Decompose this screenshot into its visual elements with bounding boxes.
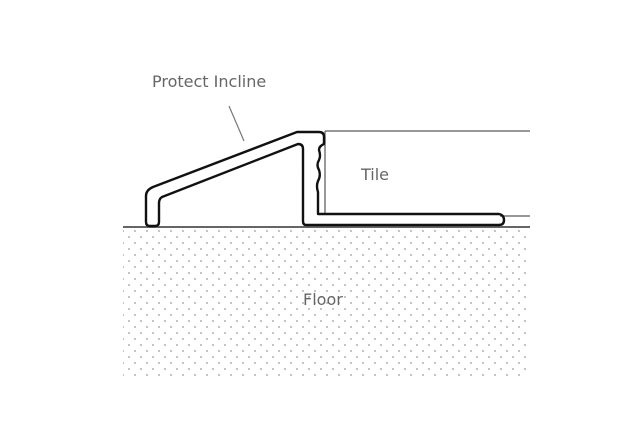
- tile-label: Tile: [361, 165, 390, 184]
- leader-line: [228, 105, 245, 142]
- profile-label: Protect Incline: [152, 72, 267, 91]
- floor-label: Floor: [303, 290, 343, 309]
- tile-outline: [324, 130, 530, 217]
- incline-profile: [144, 130, 506, 228]
- floor-area: [123, 229, 530, 376]
